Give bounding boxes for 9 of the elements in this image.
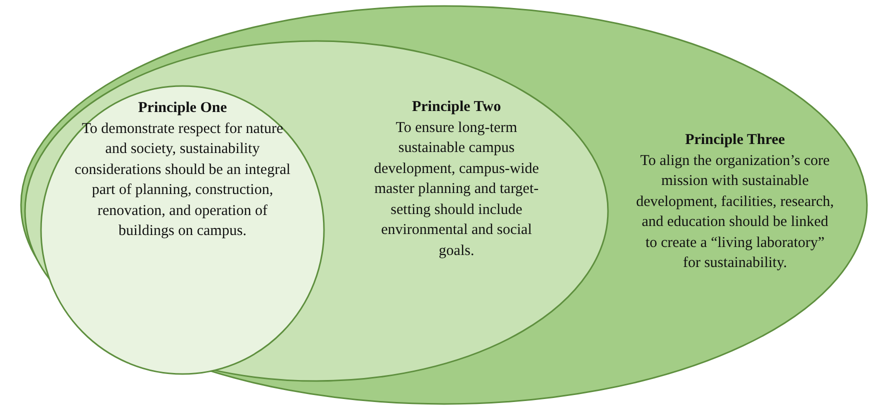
principle-heading: Principle Three <box>684 131 786 150</box>
principle-ellipse <box>24 40 609 382</box>
principle-heading: Principle Two <box>410 98 502 117</box>
principle-description: To align the organization’s core mission with sustainable development, facilities, research, and education should be linked to create a “living laboratory” for sustainability. <box>635 152 835 273</box>
principle-heading: Principle One <box>137 99 228 118</box>
principle-description: To demonstrate respect for nature and society, sustainability considerations should be an integral part of planning, construction, renovation, and operation of buildings on campus. <box>74 120 292 241</box>
principle-ellipse <box>40 85 325 375</box>
principle-ellipse <box>20 5 868 405</box>
principle-description: To ensure long-term sustainable campus development, campus-wide master planning and target-setting should include environmental and social goals. <box>373 118 540 260</box>
